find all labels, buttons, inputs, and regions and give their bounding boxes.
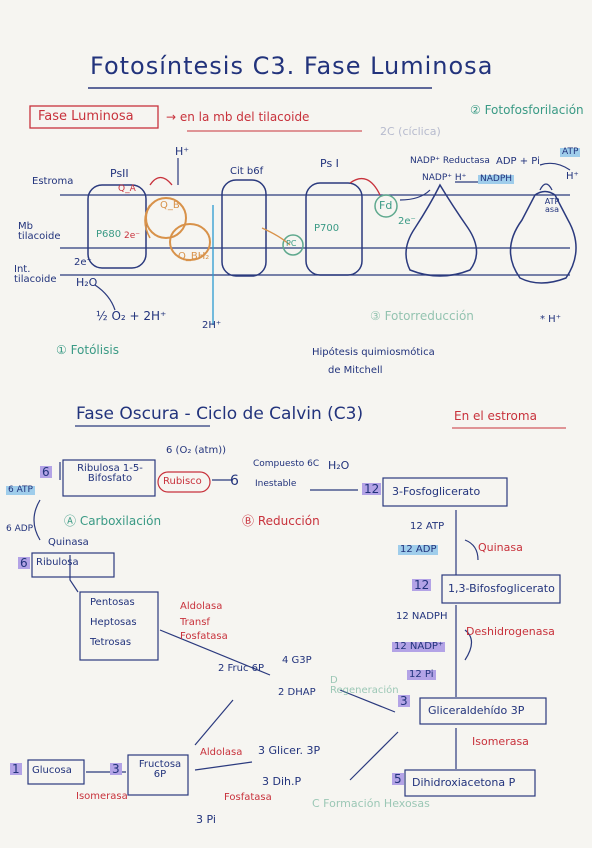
two-h-label: 2H⁺ xyxy=(202,320,222,331)
g3p4-label: 4 G3P xyxy=(282,655,312,666)
reduccion-label: Ⓑ Reducción xyxy=(242,514,320,528)
two-e-fd-label: 2e⁻ xyxy=(398,216,416,227)
two-e-label: 2e⁻ xyxy=(124,231,141,241)
inestable-label: Inestable xyxy=(255,479,297,489)
nadp12-label: 12 NADP⁺ xyxy=(392,641,446,652)
pentosas-label: Pentosas xyxy=(90,597,135,608)
qbh2-label: Q_BH₂ xyxy=(178,251,210,262)
half-o2-label: ½ O₂ + 2H⁺ xyxy=(96,309,167,323)
badge-five: 5 xyxy=(392,772,404,786)
p700-label: P700 xyxy=(314,223,340,234)
fotofosforilacion-hint: 2C (cíclica) xyxy=(380,125,441,138)
regeneracion-label: D Regeneración xyxy=(330,675,399,696)
transf-label: Transf xyxy=(180,617,210,628)
atp12-label: 12 ATP xyxy=(410,521,445,532)
glucosa-node: Glucosa xyxy=(32,765,72,776)
page-title: Fotosíntesis C3. Fase Luminosa xyxy=(90,52,494,80)
ribulosa-node: Ribulosa xyxy=(36,557,79,568)
badge-one: 1 xyxy=(10,762,22,776)
sixadp-label: 6 ADP xyxy=(6,524,34,534)
qa-label: Q_A xyxy=(118,184,136,194)
bifosfoglicerato-node: 1,3-Bifosfoglicerato xyxy=(448,582,555,595)
nadp-reductasa-label: NADP⁺ Reductasa xyxy=(410,156,490,166)
light-phase-location: → en la mb del tilacoide xyxy=(166,110,310,124)
nadp-h-label: NADP⁺ H⁺ xyxy=(422,173,467,183)
psii-label: PsII xyxy=(110,167,129,180)
dark-phase-heading: Fase Oscura - Ciclo de Calvin (C3) xyxy=(76,404,364,424)
quinasa-left-label: Quinasa xyxy=(48,537,89,548)
p680-label: P680 xyxy=(96,229,122,240)
qb-label: Q_B xyxy=(160,200,180,211)
badge-three-b: 3 xyxy=(110,762,122,776)
hplus-top-label: H⁺ xyxy=(175,145,190,158)
two-e-lower-label: 2e⁻ xyxy=(74,257,92,268)
tetrosas-label: Tetrosas xyxy=(90,637,132,648)
isomerasa2-label: Isomerasa xyxy=(76,791,128,802)
badge-three-a: 3 xyxy=(398,694,410,708)
int-tilacoide-label: Int. tilacoide xyxy=(14,264,57,285)
fructosa2-label: 2 Fruc 6P xyxy=(217,663,265,674)
fotolisis-label: ① Fotólisis xyxy=(56,343,119,357)
six-label: 6 xyxy=(230,473,239,489)
co2-label: 6 (O₂ (atm)) xyxy=(166,445,226,456)
ribulosa-bif-node: Ribulosa 1-5-Bifosfato xyxy=(77,463,143,484)
atp-asa-label: ATP asa xyxy=(544,197,560,214)
isomerasa-label: Isomerasa xyxy=(472,735,529,748)
fosfatasa2-label: Fosfatasa xyxy=(224,792,272,803)
aldolasa2-label: Aldolasa xyxy=(200,747,243,758)
h2o-label: H₂O xyxy=(76,276,98,289)
atp-label: ATP xyxy=(560,147,581,157)
mb-tilacoide-label: Mb tilacoide xyxy=(18,221,61,242)
nadph12-label: 12 NADPH xyxy=(396,611,448,622)
badge-six-c: 6 xyxy=(18,556,30,570)
carboxilacion-label: Ⓐ Carboxilación xyxy=(64,514,162,528)
cit-label: Cit b6f xyxy=(230,166,264,177)
dhap2-label: 2 DHAP xyxy=(278,687,316,698)
badge-twelve-b: 12 xyxy=(412,578,432,592)
fosfatasa-label: Fosfatasa xyxy=(180,631,228,642)
dihp3-label: 3 Dih.P xyxy=(262,775,302,788)
gliceraldehido-node: Gliceraldehído 3P xyxy=(428,704,525,717)
quinasa-right-label: Quinasa xyxy=(478,541,523,554)
fotorreduccion-note: * H⁺ xyxy=(540,314,561,325)
adp12-label: 12 ADP xyxy=(398,544,439,555)
nadph-label: NADPH xyxy=(478,174,515,184)
heptosas-label: Heptosas xyxy=(90,617,137,628)
estroma-label: Estroma xyxy=(32,176,74,187)
h-plus-label: H⁺ xyxy=(566,171,579,182)
adp-pi-label: ADP + Pi xyxy=(496,156,540,167)
compuesto-label: Compuesto 6C xyxy=(253,459,320,469)
pi3-label: 3 Pi xyxy=(196,813,216,826)
psi-label: Ps I xyxy=(320,157,339,170)
fd-label: Fd xyxy=(379,199,393,212)
rubisco-label: Rubisco xyxy=(163,476,202,487)
h2o-dark-label: H₂O xyxy=(328,459,350,472)
gliceraldehido3-label: 3 Glicer. 3P xyxy=(258,744,321,757)
deshidrogenasa-label: Deshidrogenasa xyxy=(466,625,555,638)
badge-twelve-a: 12 xyxy=(362,482,382,496)
formacion-label: C Formación Hexosas xyxy=(312,797,430,810)
light-phase-heading: Fase Luminosa xyxy=(38,109,134,124)
aldolasa-label: Aldolasa xyxy=(180,601,223,612)
pi12-label: 12 Pi xyxy=(407,669,436,680)
sixatp-label: 6 ATP xyxy=(6,485,35,495)
pc-label: PC xyxy=(286,239,297,248)
fosfoglicerato-node: 3-Fosfoglicerato xyxy=(392,485,481,498)
fructosa-node: Fructosa 6P xyxy=(138,759,182,780)
fotorreduccion-label: ③ Fotorreducción xyxy=(370,309,474,323)
dihidroxiacetona-node: Dihidroxiacetona P xyxy=(412,776,516,789)
hypothesis-author: de Mitchell xyxy=(328,365,383,376)
dark-phase-location: En el estroma xyxy=(454,409,537,423)
hypothesis-label: Hipótesis quimiosmótica xyxy=(312,347,435,358)
badge-six-a: 6 xyxy=(40,465,52,479)
fotofosforilacion-label: ② Fotofosforilación xyxy=(470,103,584,117)
